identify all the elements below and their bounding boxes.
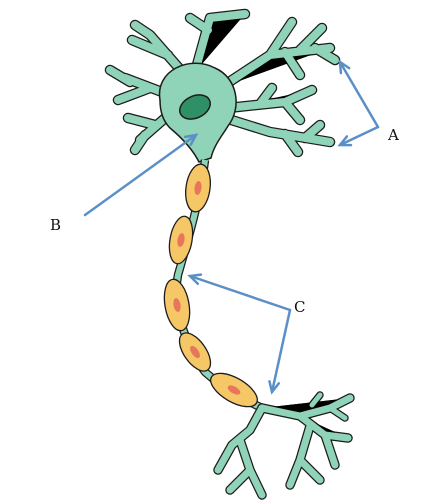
schwann-nucleus (227, 385, 241, 395)
arrowhead (337, 135, 353, 147)
arrowhead (338, 59, 351, 75)
branch (258, 394, 354, 489)
branch (221, 114, 334, 156)
label-a: A (387, 126, 399, 144)
schwann-nucleus (194, 181, 202, 195)
schwann-nucleus (177, 233, 185, 247)
label-arrows (83, 59, 380, 395)
schwann-nucleus (173, 298, 181, 312)
arrow-a-upper (338, 60, 380, 129)
nucleus (179, 94, 211, 120)
dendrites (106, 10, 339, 156)
axon-terminals (214, 392, 354, 499)
branch (186, 10, 249, 76)
branch (309, 392, 348, 421)
label-b: B (50, 216, 61, 234)
schwann-nucleus (190, 345, 200, 359)
arrow-b (83, 133, 198, 217)
branch (224, 84, 316, 124)
label-c: C (294, 298, 305, 316)
arrowhead (183, 133, 199, 146)
branch (216, 18, 339, 92)
arrow-c-upper (188, 274, 292, 312)
myelin-sheath (163, 163, 258, 408)
arrowhead (187, 273, 203, 285)
branch (214, 404, 266, 499)
arrowhead (268, 380, 281, 395)
arrow-a-lower (338, 125, 380, 147)
arrow-c-lower (270, 308, 292, 394)
